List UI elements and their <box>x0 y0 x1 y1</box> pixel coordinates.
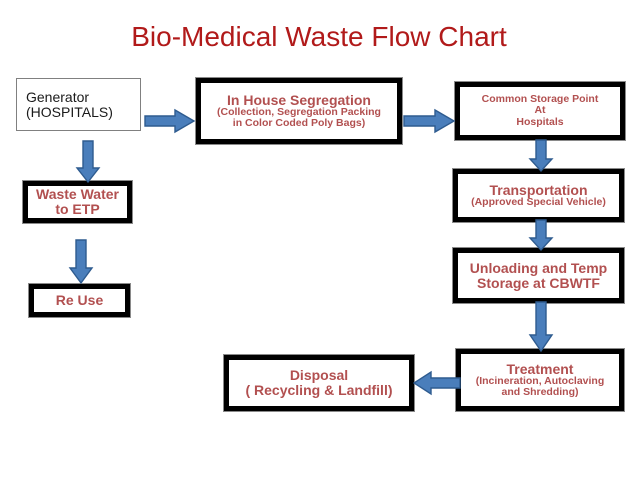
node-waste-water-to-etp[interactable]: Waste Water to ETP <box>22 180 133 224</box>
node-treatment[interactable]: Treatment (Incineration, Autoclaving and… <box>455 348 625 412</box>
node-re-use-line1: Re Use <box>55 292 104 309</box>
arrow-waste-water-to-re-use <box>67 239 95 285</box>
arrow-unloading-to-treatment <box>527 301 555 353</box>
node-transportation-line1: Transportation <box>489 181 588 198</box>
node-re-use[interactable]: Re Use <box>28 283 131 318</box>
arrow-segregation-to-common-storage <box>403 108 456 134</box>
node-disposal-line1: Disposal <box>289 367 349 384</box>
node-unloading-line1: Unloading and Temp <box>469 259 608 276</box>
page-title: Bio-Medical Waste Flow Chart <box>131 21 507 52</box>
node-common-storage-point[interactable]: Common Storage Point At Hospitals <box>454 81 626 141</box>
arrow-common-storage-to-transportation <box>527 139 555 173</box>
arrow-generator-to-segregation <box>144 108 196 134</box>
node-waste-water-line1: Waste Water <box>36 186 119 203</box>
node-treatment-line2: (Incineration, Autoclaving <box>475 375 605 388</box>
node-disposal[interactable]: Disposal ( Recycling & Landfill) <box>223 354 415 412</box>
arrow-transportation-to-unloading <box>527 219 555 252</box>
node-segregation-line3: in Color Coded Poly Bags) <box>232 117 366 130</box>
node-common-storage-line1: Common Storage Point <box>481 93 599 106</box>
node-generator-line1: Generator <box>26 88 90 105</box>
arrow-generator-to-waste-water <box>74 140 102 184</box>
node-disposal-line2: ( Recycling & Landfill) <box>245 382 393 398</box>
node-treatment-line3: and Shredding) <box>501 386 579 399</box>
node-in-house-segregation[interactable]: In House Segregation (Collection, Segreg… <box>195 77 403 145</box>
node-generator[interactable]: Generator (HOSPITALS) <box>16 78 141 131</box>
node-waste-water-line2: to ETP <box>55 201 100 217</box>
node-common-storage-line3: Hospitals <box>516 115 564 128</box>
node-transportation[interactable]: Transportation (Approved Special Vehicle… <box>452 168 625 223</box>
node-segregation-line2: (Collection, Segregation Packing <box>217 106 381 119</box>
node-transportation-line2: (Approved Special Vehicle) <box>471 196 606 209</box>
node-treatment-line1: Treatment <box>506 360 574 377</box>
node-segregation-line1: In House Segregation <box>227 91 371 108</box>
arrow-treatment-to-disposal <box>413 370 461 396</box>
node-unloading-temp-storage[interactable]: Unloading and Temp Storage at CBWTF <box>452 247 625 304</box>
node-generator-line2: (HOSPITALS) <box>26 103 113 120</box>
node-common-storage-line2: At <box>534 104 546 117</box>
node-unloading-line2: Storage at CBWTF <box>477 274 600 291</box>
